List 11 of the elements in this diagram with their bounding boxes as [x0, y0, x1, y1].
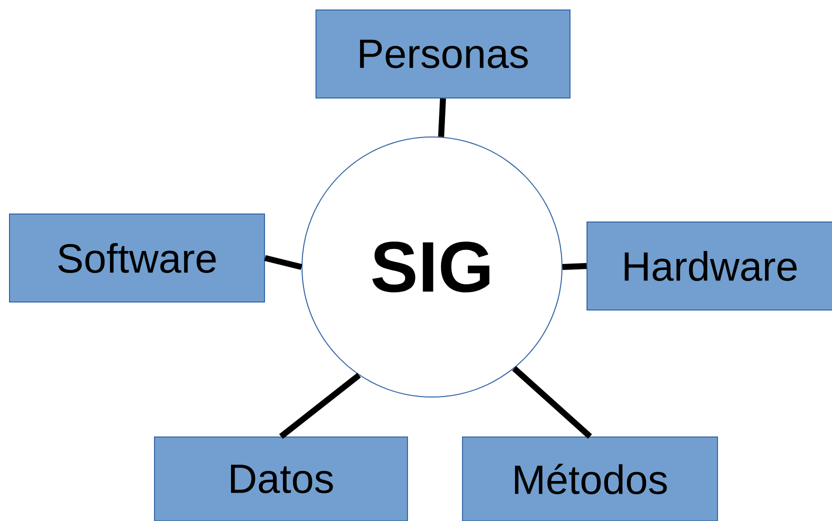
process-box: Datos [154, 436, 408, 521]
circle-node: SIG [302, 136, 562, 398]
connector-line [279, 372, 361, 439]
connector-line [562, 263, 587, 270]
connector-line [264, 255, 302, 270]
process-box: Hardware [586, 222, 832, 310]
process-box: Software [9, 214, 265, 302]
connector-line [438, 98, 446, 137]
connector-line [512, 366, 592, 439]
process-box: Métodos [462, 436, 718, 521]
process-box: Personas [316, 10, 570, 98]
